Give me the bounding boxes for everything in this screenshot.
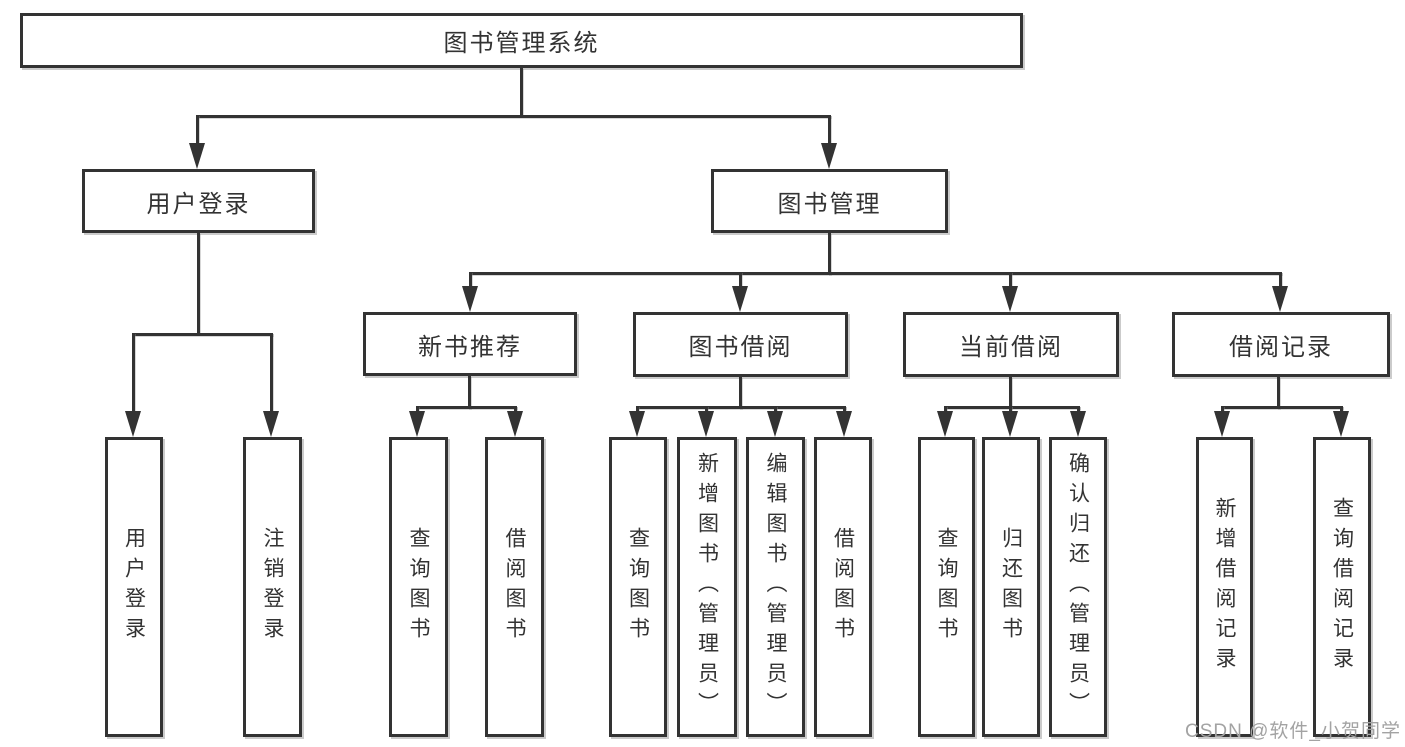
connector-drop [843, 406, 846, 415]
connector-current-stem [1009, 377, 1012, 409]
arrowhead-icon [1070, 411, 1086, 437]
arrowhead-icon [698, 411, 714, 437]
connector-drop [469, 272, 472, 290]
connector-drop [636, 406, 639, 415]
connector-drop [1077, 406, 1080, 415]
arrowhead-icon [937, 411, 953, 437]
node-book-borrow: 图书借阅 [633, 312, 848, 377]
connector-drop [132, 333, 135, 413]
connector-borrow-hline [636, 406, 846, 409]
arrowhead-icon [821, 143, 837, 169]
leaf-confirm-return-admin: 确认归还（管理员） [1049, 437, 1107, 737]
arrowhead-icon [767, 411, 783, 437]
leaf-logout: 注销登录 [243, 437, 302, 737]
connector-root-hline [197, 115, 831, 118]
leaf-query-books-3: 查询图书 [918, 437, 975, 737]
leaf-borrow-books: 借阅图书 [485, 437, 544, 737]
arrowhead-icon [732, 286, 748, 312]
connector-records-stem [1277, 377, 1280, 409]
node-borrow-records: 借阅记录 [1172, 312, 1390, 377]
connector-drop [1279, 272, 1282, 290]
leaf-user-login: 用户登录 [105, 437, 163, 737]
connector-drop [944, 406, 947, 415]
connector-login-hline [132, 333, 273, 336]
arrowhead-icon [836, 411, 852, 437]
connector-drop [739, 272, 742, 290]
leaf-query-books: 查询图书 [389, 437, 448, 737]
connector-mgmt-hline [469, 272, 1282, 275]
connector-drop [774, 406, 777, 415]
connector-records-hline [1221, 406, 1343, 409]
arrowhead-icon [1214, 411, 1230, 437]
leaf-edit-books-admin: 编辑图书（管理员） [746, 437, 805, 737]
connector-current-hline [944, 406, 1080, 409]
leaf-query-books-2: 查询图书 [609, 437, 667, 737]
arrowhead-icon [629, 411, 645, 437]
connector-drop [270, 333, 273, 413]
arrowhead-icon [189, 143, 205, 169]
leaf-return-books: 归还图书 [982, 437, 1040, 737]
watermark-text: CSDN @软件_小贺同学 [1185, 721, 1401, 742]
leaf-add-books-admin: 新增图书（管理员） [677, 437, 737, 737]
connector-drop [1340, 406, 1343, 415]
connector-drop [1221, 406, 1224, 415]
connector-drop [828, 115, 831, 147]
arrowhead-icon [462, 286, 478, 312]
connector-drop [1009, 272, 1012, 290]
arrowhead-icon [409, 411, 425, 437]
connector-drop [705, 406, 708, 415]
connector-drop [1009, 406, 1012, 415]
arrowhead-icon [507, 411, 523, 437]
connector-borrow-stem [739, 377, 742, 409]
connector-recommend-hline [416, 406, 517, 409]
connector-recommend-stem [468, 376, 471, 409]
node-current-borrow: 当前借阅 [903, 312, 1119, 377]
arrowhead-icon [1002, 411, 1018, 437]
leaf-add-borrow-record: 新增借阅记录 [1196, 437, 1253, 737]
arrowhead-icon [1272, 286, 1288, 312]
arrowhead-icon [1002, 286, 1018, 312]
connector-drop [196, 115, 199, 147]
connector-root-stem [520, 68, 523, 117]
leaf-borrow-books-2: 借阅图书 [814, 437, 872, 737]
connector-drop [416, 406, 419, 415]
leaf-query-borrow-record: 查询借阅记录 [1313, 437, 1371, 737]
arrowhead-icon [1333, 411, 1349, 437]
arrowhead-icon [263, 411, 279, 437]
node-root: 图书管理系统 [20, 13, 1023, 68]
connector-mgmt-stem [828, 233, 831, 275]
node-book-management: 图书管理 [711, 169, 948, 233]
node-user-login: 用户登录 [82, 169, 315, 233]
connector-login-stem [197, 233, 200, 335]
connector-drop [514, 406, 517, 415]
node-new-book-recommend: 新书推荐 [363, 312, 577, 376]
arrowhead-icon [125, 411, 141, 437]
